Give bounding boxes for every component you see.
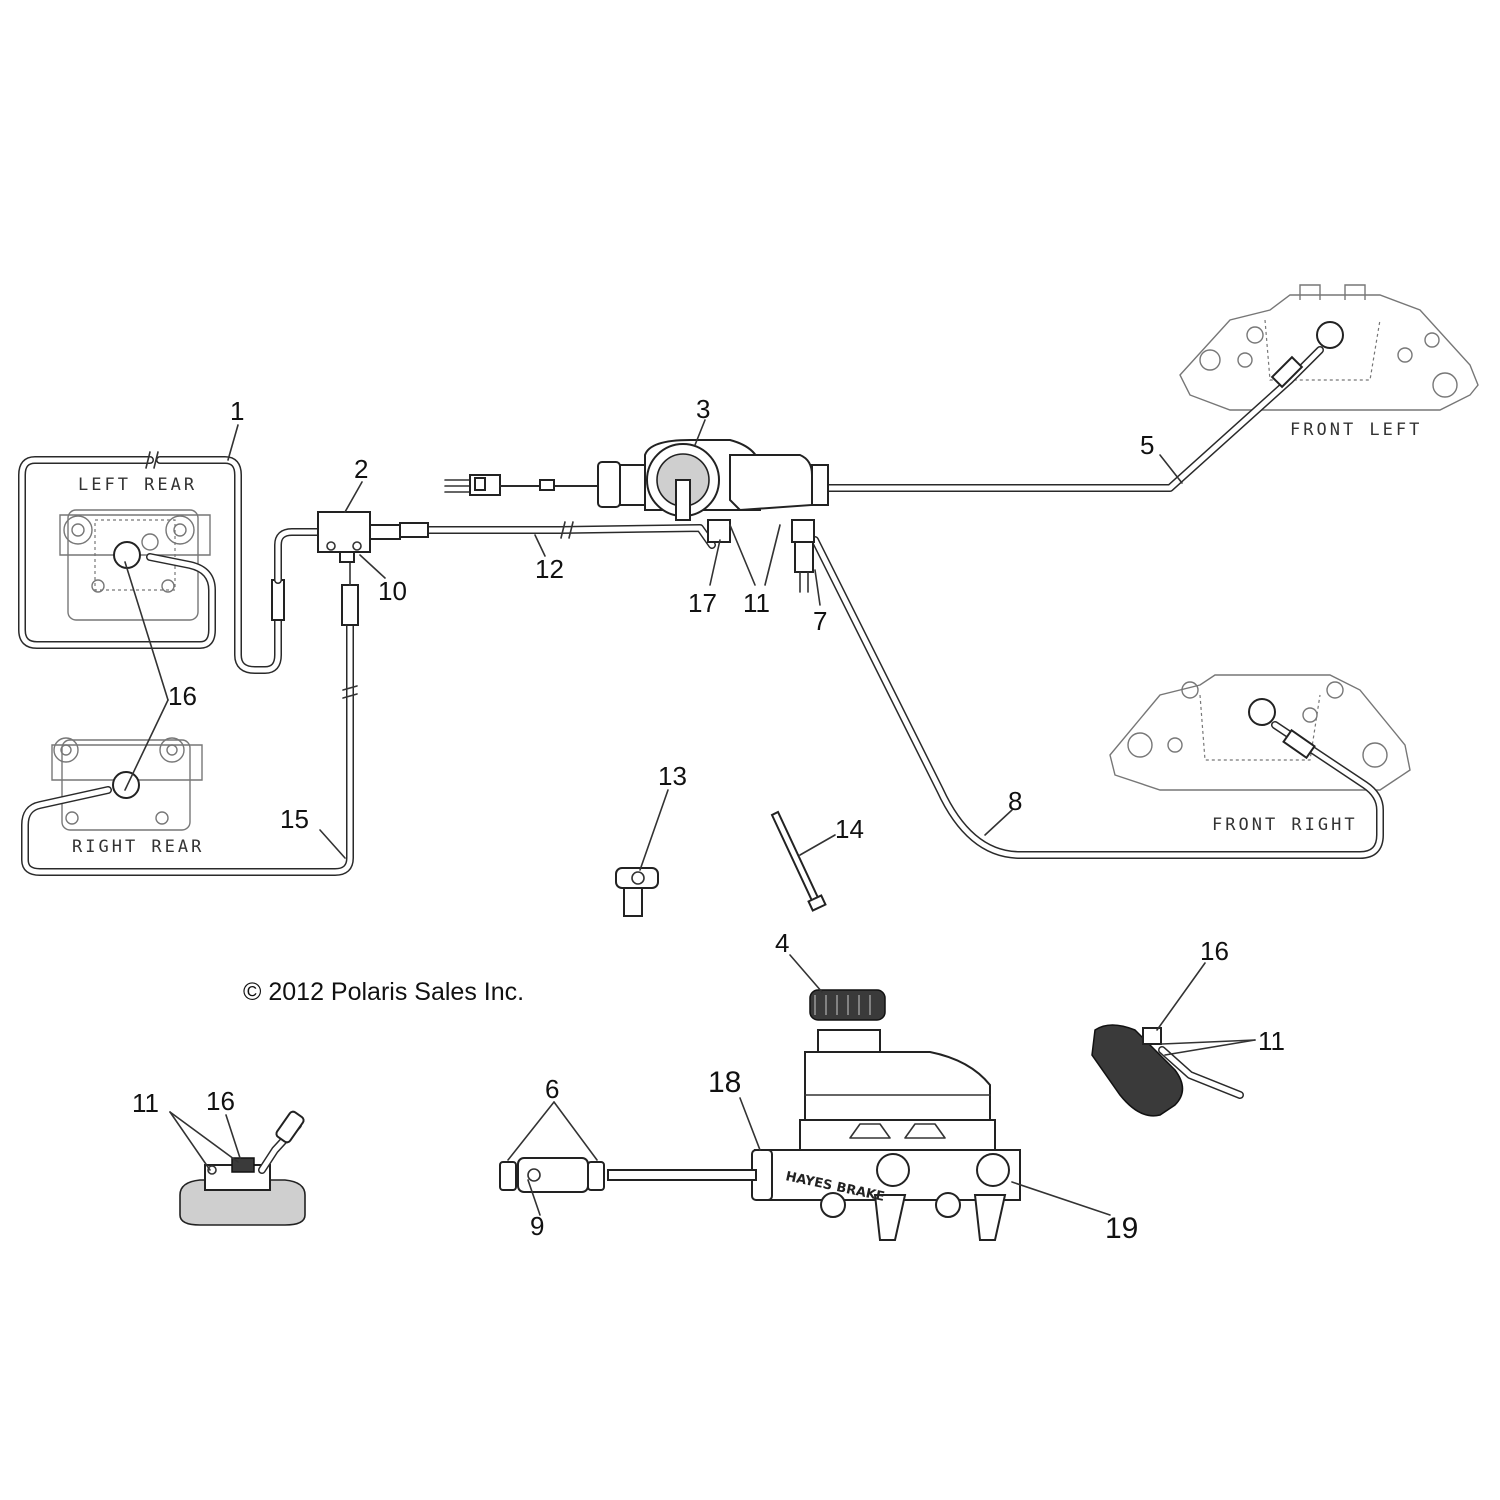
brake-line-8 — [811, 536, 1384, 859]
brake-line-1 — [18, 451, 322, 674]
callout-18: 18 — [708, 1066, 741, 1099]
front-right-caption: FRONT RIGHT — [1212, 815, 1358, 835]
leader-lines — [124, 419, 1256, 1216]
callout-13: 13 — [658, 761, 687, 791]
front-right-caliper — [1109, 674, 1411, 791]
copyright-notice: © 2012 Polaris Sales Inc. — [243, 978, 524, 1006]
callout-17: 17 — [688, 588, 717, 618]
callout-16-front: 16 — [1200, 936, 1229, 966]
callout-16-bottom: 16 — [206, 1086, 235, 1116]
callout-11-top: 11 — [743, 588, 770, 618]
master-cylinder: HAYES BRAKE — [607, 1029, 1021, 1241]
callout-11-front: 11 — [1258, 1026, 1285, 1056]
right-rear-caption: RIGHT REAR — [72, 837, 204, 857]
rear-caliper-detail — [179, 1110, 306, 1226]
callout-8: 8 — [1008, 786, 1022, 816]
callout-numbers: 1 2 3 5 10 12 17 11 7 16 8 15 13 14 4 16… — [132, 394, 1285, 1245]
reservoir-cap — [809, 989, 886, 1021]
left-rear-caliper — [59, 509, 211, 621]
callout-10: 10 — [378, 576, 407, 606]
callout-14: 14 — [835, 814, 864, 844]
callout-4: 4 — [775, 928, 789, 958]
callout-3: 3 — [696, 394, 710, 424]
brake-line-12 — [399, 521, 716, 549]
left-rear-caption: LEFT REAR — [78, 475, 197, 495]
callout-7: 7 — [813, 606, 827, 636]
long-bolt — [770, 810, 827, 912]
callout-5: 5 — [1140, 430, 1154, 460]
front-left-caliper — [1179, 284, 1479, 411]
front-caliper-detail — [1091, 1024, 1244, 1117]
banjo-fitting — [615, 867, 659, 917]
callout-12: 12 — [535, 554, 564, 584]
right-rear-caliper — [51, 737, 203, 831]
callout-16-rear: 16 — [168, 681, 197, 711]
callout-15: 15 — [280, 804, 309, 834]
brake-valve-assembly — [444, 439, 829, 593]
brake-line-5 — [824, 346, 1324, 492]
callout-9: 9 — [530, 1211, 544, 1241]
callout-2: 2 — [354, 454, 368, 484]
callout-11-rear: 11 — [132, 1088, 159, 1118]
clevis-assembly — [499, 1157, 605, 1193]
t-fitting — [317, 511, 401, 563]
front-left-caption: FRONT LEFT — [1290, 420, 1422, 440]
callout-1: 1 — [230, 396, 244, 426]
brake-line-15 — [21, 554, 359, 876]
callout-6: 6 — [545, 1074, 559, 1104]
callout-19: 19 — [1105, 1212, 1138, 1245]
